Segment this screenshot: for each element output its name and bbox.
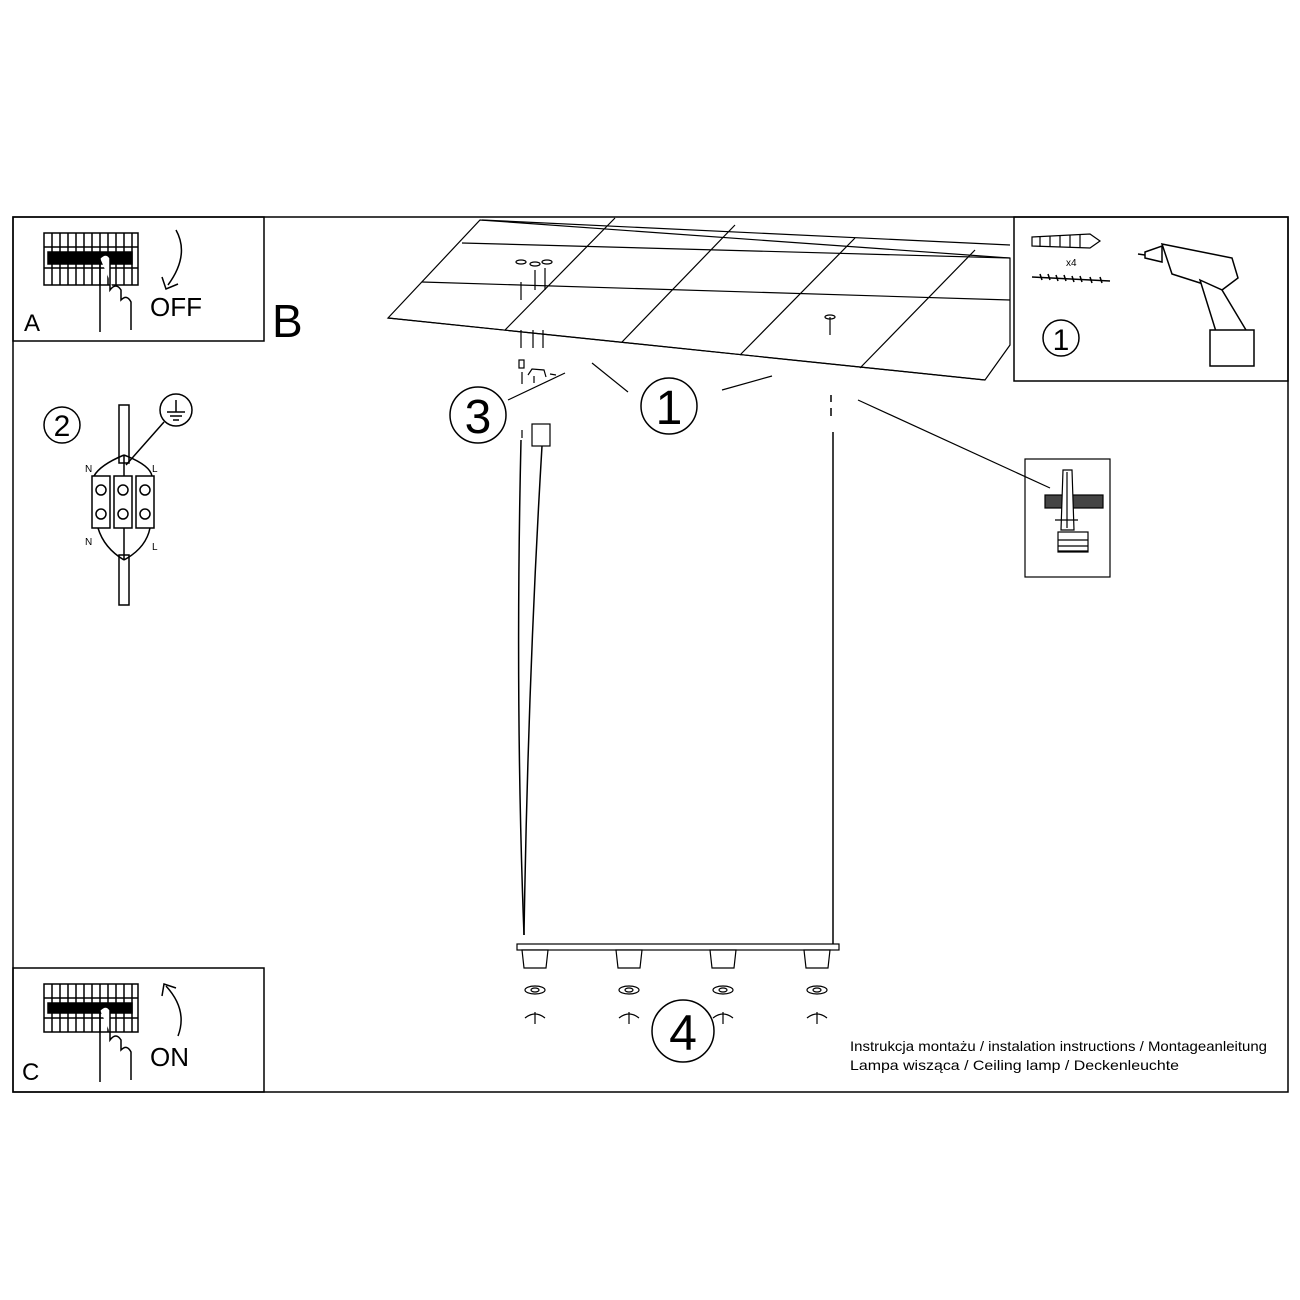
step-4-label: 4 xyxy=(669,1005,697,1061)
ceiling-anchors xyxy=(515,259,836,348)
tools-step-circle xyxy=(1042,319,1080,357)
step-3-label: 3 xyxy=(465,391,492,444)
suspension-cables xyxy=(517,395,834,946)
hand-icon xyxy=(99,1006,132,1082)
lamp-socket-icon xyxy=(615,949,643,1024)
hand-icon xyxy=(99,254,132,332)
wire-n-top: N xyxy=(85,464,92,475)
wire-l-bottom: L xyxy=(152,542,158,553)
panel-a: A OFF xyxy=(12,216,265,342)
ground-symbol-icon xyxy=(125,393,193,466)
terminal-block-icon xyxy=(91,475,155,529)
tools-step-label: 1 xyxy=(1053,324,1070,357)
wire-l-top: L xyxy=(152,464,158,475)
lamp-socket-icon xyxy=(803,949,831,1024)
wire-n-bottom: N xyxy=(85,537,92,548)
lamp-socket-icon xyxy=(521,949,549,1024)
tools-panel: x4 1 xyxy=(1013,216,1289,382)
caption-line-1: Instrukcja montażu / instalation instruc… xyxy=(850,1038,1267,1054)
panel-a-letter: A xyxy=(24,310,40,337)
lamp-socket-icon xyxy=(709,949,737,1024)
ceiling-grid-icon xyxy=(386,217,1011,381)
anchor-detail xyxy=(1024,458,1111,578)
panel-b-letter: B xyxy=(272,295,303,347)
caption-line-2: Lampa wisząca / Ceiling lamp / Deckenleu… xyxy=(850,1057,1179,1073)
step-1-label: 1 xyxy=(656,382,683,435)
screw-icon xyxy=(1031,273,1111,284)
step-3-circle xyxy=(449,386,507,444)
wall-plug-icon xyxy=(1031,233,1102,249)
curved-arrow-icon xyxy=(161,983,182,1037)
panel-c-letter: C xyxy=(22,1059,39,1086)
outer-frame xyxy=(12,216,1289,1093)
step-2-circle xyxy=(43,406,81,444)
step-4-circle xyxy=(651,999,715,1063)
leader-lines xyxy=(507,362,1051,489)
off-label: OFF xyxy=(150,292,202,322)
on-label: ON xyxy=(150,1042,189,1072)
lamp-bar xyxy=(516,943,840,951)
breaker-panel-icon xyxy=(43,983,139,1033)
wiring-diagram: 2 N L N L xyxy=(43,393,193,606)
curved-arrow-icon xyxy=(161,229,183,291)
canopy-hardware xyxy=(518,359,557,447)
drill-icon xyxy=(1137,243,1255,367)
panel-c: C ON xyxy=(12,967,265,1093)
step-2-label: 2 xyxy=(54,410,71,443)
lamp-sockets xyxy=(521,949,831,1024)
breaker-panel-icon xyxy=(43,232,139,286)
step-1-circle xyxy=(640,377,698,435)
anchor-quantity: x4 xyxy=(1066,258,1077,269)
